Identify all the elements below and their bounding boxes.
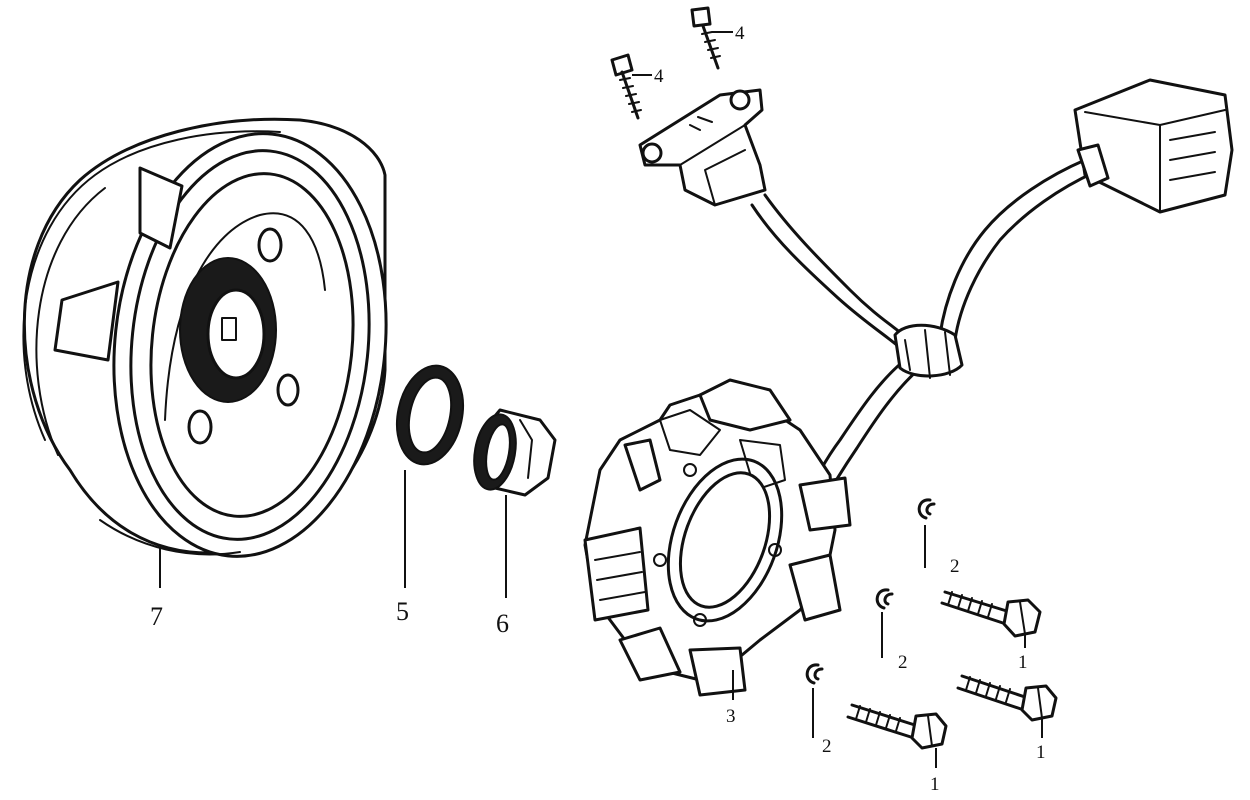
callout-7: 7 <box>150 602 163 631</box>
lock-washer-upper-part <box>917 498 936 520</box>
stator-assembly-part <box>583 78 1234 697</box>
pickup-screw-left-part <box>610 53 642 120</box>
callout-2-upper: 2 <box>950 556 960 577</box>
callout-3: 3 <box>726 706 736 727</box>
bolt-middle-part <box>956 674 1058 722</box>
callout-2-middle: 2 <box>898 652 908 673</box>
callout-1-lower: 1 <box>930 774 940 795</box>
nut-part <box>473 408 557 497</box>
washer-part <box>396 364 464 466</box>
lock-washer-lower-part <box>805 663 824 685</box>
lock-washer-middle-part <box>875 588 894 610</box>
callout-1-upper: 1 <box>1018 652 1028 673</box>
callout-4-left: 4 <box>654 66 664 87</box>
callout-6: 6 <box>496 609 509 638</box>
magneto-rotor-part <box>22 117 388 558</box>
bolt-upper-part <box>940 590 1042 638</box>
bolt-lower-part <box>846 703 948 750</box>
callout-1-middle: 1 <box>1036 742 1046 763</box>
pickup-screw-right-part <box>690 6 721 70</box>
callout-5: 5 <box>396 597 409 626</box>
callout-4-right: 4 <box>735 23 745 44</box>
callout-2-lower: 2 <box>822 736 832 757</box>
